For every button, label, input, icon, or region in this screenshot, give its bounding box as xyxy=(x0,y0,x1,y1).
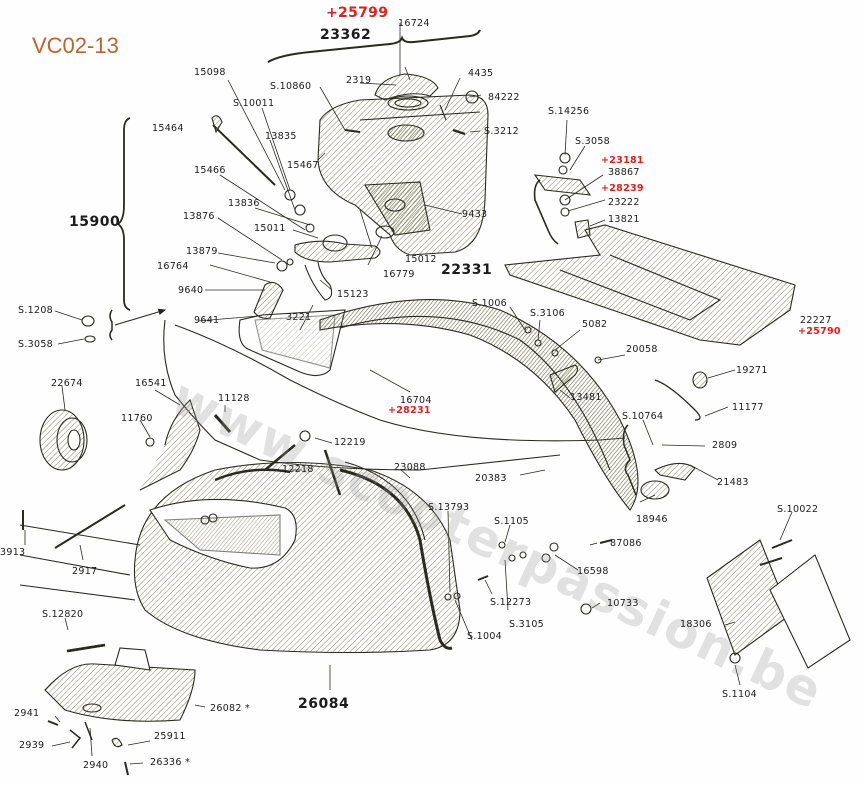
part-number-label: 21483 xyxy=(717,477,749,488)
part-number-label: 15123 xyxy=(337,289,369,300)
part-number-label: 9640 xyxy=(178,285,204,296)
part-number-label: S.1004 xyxy=(467,631,503,642)
rubber-buffer xyxy=(39,409,85,471)
part-number-label: 84222 xyxy=(488,92,520,103)
part-number-label: 13879 xyxy=(186,246,218,257)
part-number-label: 4435 xyxy=(468,68,494,79)
part-number-label: S.1006 xyxy=(472,298,508,309)
part-number-label: 87086 xyxy=(610,538,642,549)
rack-replacement-label: +25790 xyxy=(798,326,841,337)
part-number-label: 13481 xyxy=(570,392,602,403)
part-number-label: 2917 xyxy=(72,566,98,577)
part-number-label: 5082 xyxy=(582,319,608,330)
part-number-label: S.3212 xyxy=(484,126,520,137)
mudguard xyxy=(319,299,639,511)
part-number-label: S.1208 xyxy=(18,305,54,316)
part-number-label: 13821 xyxy=(608,214,640,225)
part-number-label: 18946 xyxy=(636,514,668,525)
rack-label: 22227 xyxy=(800,315,832,326)
part-number-label: 26336 * xyxy=(150,757,191,768)
part-number-label: S.3058 xyxy=(575,136,611,147)
part-number-label: 15011 xyxy=(254,223,286,234)
part-number-label: 20058 xyxy=(626,344,658,355)
part-number-label: 12218 xyxy=(282,464,314,475)
part-number-label: 19271 xyxy=(736,365,768,376)
part-number-label: S.12820 xyxy=(42,609,84,620)
part-number-label: +28231 xyxy=(388,405,431,416)
part-number-label: S.13793 xyxy=(428,502,470,513)
fuel-tank xyxy=(317,94,489,256)
part-number-label: 15466 xyxy=(194,165,226,176)
part-number-label: S.10764 xyxy=(622,411,664,422)
part-number-label: S.3058 xyxy=(18,339,54,350)
part-number-label: 18306 xyxy=(680,619,712,630)
part-number-label: 2941 xyxy=(14,708,40,719)
part-number-label: S.1105 xyxy=(494,516,530,527)
part-number-label: 3221 xyxy=(286,312,312,323)
part-number-label: 15467 xyxy=(287,160,319,171)
part-number-label: 13836 xyxy=(228,198,260,209)
part-number-label: 11128 xyxy=(218,393,250,404)
fuel-cap xyxy=(374,73,439,101)
part-number-label: 15012 xyxy=(405,254,437,265)
rear-rack xyxy=(504,224,796,346)
part-number-label: 13876 xyxy=(183,211,215,222)
part-number-label: 23222 xyxy=(608,197,640,208)
part-number-label: S.3105 xyxy=(509,619,545,630)
part-number-label: S.10860 xyxy=(270,81,312,92)
part-number-label: 16764 xyxy=(157,261,189,272)
part-number-label: 22674 xyxy=(51,378,83,389)
toolbox-cover xyxy=(44,663,196,722)
part-number-label: 2809 xyxy=(712,440,738,451)
part-number-label: 9433 xyxy=(462,209,488,220)
part-number-label: S.12273 xyxy=(490,597,532,608)
part-number-label: 13835 xyxy=(265,131,297,142)
part-number-label: +28239 xyxy=(601,183,644,194)
part-number-label: +23181 xyxy=(601,155,644,166)
part-number-label: S.10022 xyxy=(777,504,819,515)
part-number-label: 23088 xyxy=(394,462,426,473)
part-number-label: S.10011 xyxy=(233,98,275,109)
part-number-label: 15098 xyxy=(194,67,226,78)
part-number-label: 11177 xyxy=(732,402,764,413)
part-number-label: 2940 xyxy=(83,760,109,771)
part-number-label: 12219 xyxy=(334,437,366,448)
part-number-label: 10733 xyxy=(607,598,639,609)
part-number-label: 15464 xyxy=(152,123,184,134)
tank-replacement-label: +25799 xyxy=(326,5,389,21)
part-number-label: S.3106 xyxy=(530,308,566,319)
leader-lines xyxy=(24,23,793,765)
part-number-label: S.14256 xyxy=(548,106,590,117)
sheet-code: VC02-13 xyxy=(32,33,119,58)
part-number-label: S.1104 xyxy=(722,689,758,700)
part-number-label: 16541 xyxy=(135,378,167,389)
tank-assembly-brace xyxy=(267,29,481,63)
side-cowl xyxy=(133,461,461,654)
part-number-label: 2939 xyxy=(19,740,45,751)
fuel-tap xyxy=(294,240,381,263)
part-number-label: 16724 xyxy=(398,18,430,29)
fuel-tap-assembly-label: 15900 xyxy=(69,214,121,230)
cowl-label: 26084 xyxy=(298,696,350,712)
part-number-label: 20383 xyxy=(475,473,507,484)
part-number-label: 26082 * xyxy=(210,703,251,714)
part-number-label: 3913 xyxy=(0,547,26,558)
part-number-label: 16598 xyxy=(577,566,609,577)
part-number-label: 25911 xyxy=(154,731,186,742)
fuel-tap-brace xyxy=(116,117,131,311)
mudguard-label: 22331 xyxy=(441,262,493,278)
part-number-label: 2319 xyxy=(346,75,372,86)
part-number-label: 16779 xyxy=(383,269,415,280)
part-number-label: 11760 xyxy=(121,413,153,424)
tank-assembly-label: 23362 xyxy=(320,27,372,43)
part-number-label: 38867 xyxy=(608,167,640,178)
part-number-label: 9641 xyxy=(194,315,220,326)
part-number-label: 16704 xyxy=(400,395,432,406)
